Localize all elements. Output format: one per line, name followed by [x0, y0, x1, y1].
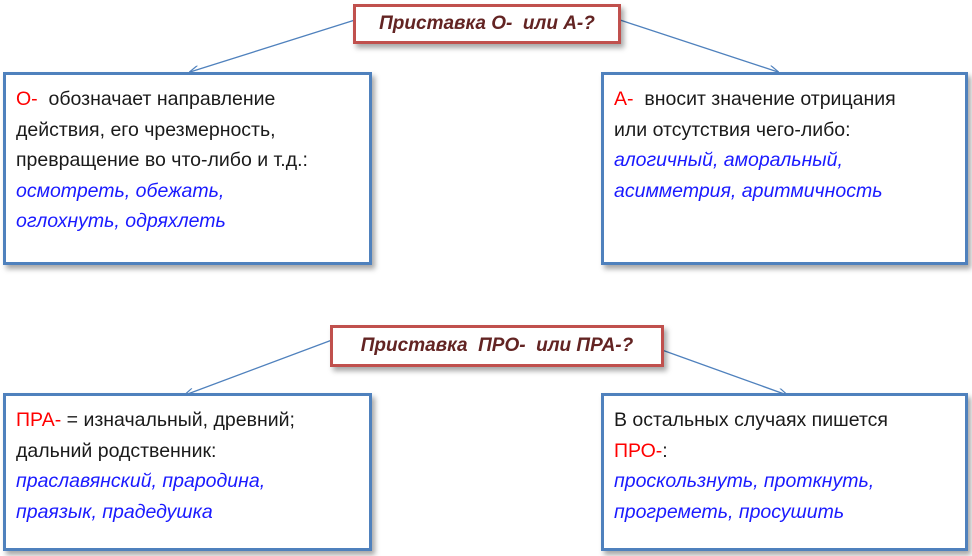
title-text: Приставка О- или А-?: [379, 13, 595, 34]
title-prefix-pro-or-pra: Приставка ПРО- или ПРА-?: [330, 325, 664, 367]
box-prefix-pro: В остальных случаях пишется ПРО-: проско…: [601, 393, 968, 551]
prefix-a-first-line: А- вносит значение отрицания: [614, 84, 955, 115]
prefix-pra-first-line: ПРА- = изначальный, древний;: [16, 405, 359, 436]
prefix-pro-colon: :: [662, 439, 668, 462]
prefix-a-text-line: или отсутствия чего-либо:: [614, 118, 851, 141]
prefix-pra-example-line: праязык, прадедушка: [16, 500, 213, 523]
prefix-pra-text-line: = изначальный, древний;: [66, 409, 295, 431]
prefix-a-text-line: вносит значение отрицания: [644, 88, 896, 110]
prefix-pra-example-line: праславянский, прародина,: [16, 470, 266, 492]
prefix-a-example-line: асимметрия, аритмичность: [614, 179, 883, 202]
prefix-pro-intro: В остальных случаях пишется: [614, 409, 888, 431]
prefix-o-label: О-: [16, 88, 38, 110]
prefix-pra-text-line: дальний родственник:: [16, 439, 217, 462]
prefix-pro-example-line: проскользнуть, проткнуть,: [614, 470, 875, 492]
arrow-a-prefix: [619, 19, 778, 72]
prefix-pro-example-line: прогреметь, просушить: [614, 500, 845, 523]
box-prefix-a: А- вносит значение отрицания или отсутст…: [601, 72, 968, 265]
prefix-a-label: А-: [614, 88, 634, 110]
prefix-a-example-line: алогичный, аморальный,: [614, 149, 843, 171]
arrow-o-prefix: [190, 19, 356, 72]
title-text: Приставка ПРО- или ПРА-?: [360, 335, 634, 356]
prefix-pro-label-line: ПРО-:: [614, 436, 955, 467]
prefix-o-text-line: превращение во что-либо и т.д.:: [16, 149, 308, 171]
prefix-o-text-line: действия, его чрезмерность,: [16, 118, 276, 141]
prefix-o-example-line: оглохнуть, одряхлеть: [16, 210, 226, 232]
arrow-pra-prefix: [185, 339, 333, 395]
prefix-pro-label: ПРО-: [614, 439, 663, 462]
prefix-o-text-line: обозначает направление: [48, 88, 276, 110]
box-prefix-o: О- обозначает направление действия, его …: [3, 72, 372, 265]
title-prefix-o-or-a: Приставка О- или А-?: [353, 4, 621, 44]
box-prefix-pra: ПРА- = изначальный, древний; дальний род…: [3, 393, 372, 551]
prefix-o-first-line: О- обозначает направление: [16, 84, 359, 115]
prefix-o-example-line: осмотреть, обежать,: [16, 179, 225, 202]
prefix-pra-label: ПРА-: [16, 409, 62, 431]
arrow-pro-prefix: [661, 349, 787, 395]
